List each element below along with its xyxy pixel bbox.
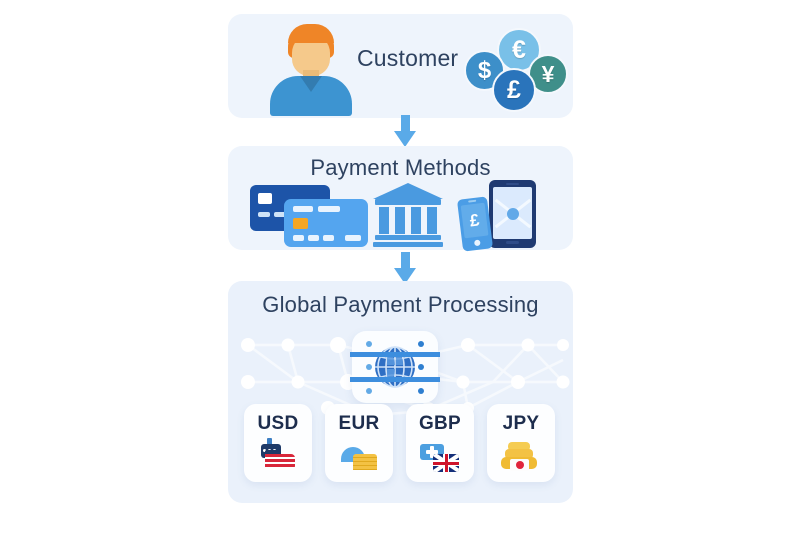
- currency-code-gbp: GBP: [418, 413, 462, 434]
- currency-code-usd: USD: [257, 413, 299, 434]
- currency-card-jpy[interactable]: JPY: [487, 404, 555, 482]
- jp-flag-coins-icon: [498, 438, 544, 474]
- currency-coins-icon: € $ ¥ £: [462, 28, 572, 114]
- currency-card-eur[interactable]: EUR: [325, 404, 393, 482]
- us-flag-icon: [255, 438, 301, 474]
- phone-pound-symbol: £: [460, 202, 489, 239]
- euro-coins-icon: [336, 438, 382, 474]
- payment-methods-panel-title: Payment Methods: [310, 155, 491, 180]
- customer-panel-title: Customer: [357, 45, 459, 71]
- currency-card-row: USD EUR GBP JPY: [228, 404, 573, 488]
- uk-flag-icon: [417, 438, 463, 474]
- pound-coin: £: [492, 68, 536, 112]
- arrow-customer-to-methods: [394, 115, 416, 147]
- global-payment-processing-panel-title: Global Payment Processing: [262, 292, 539, 317]
- phone-icon: £: [456, 196, 494, 252]
- currency-code-jpy: JPY: [502, 413, 540, 434]
- arrow-methods-to-processing: [394, 252, 416, 284]
- tablet-icon: [489, 180, 536, 248]
- customer-avatar-icon: [264, 22, 356, 116]
- credit-cards-icon: [250, 185, 368, 247]
- globe-server-icon: [350, 331, 440, 403]
- bank-icon: [373, 183, 443, 247]
- currency-card-usd[interactable]: USD: [244, 404, 312, 482]
- mobile-payment-icon: £: [456, 180, 540, 252]
- currency-card-gbp[interactable]: GBP: [406, 404, 474, 482]
- currency-code-eur: EUR: [338, 413, 380, 434]
